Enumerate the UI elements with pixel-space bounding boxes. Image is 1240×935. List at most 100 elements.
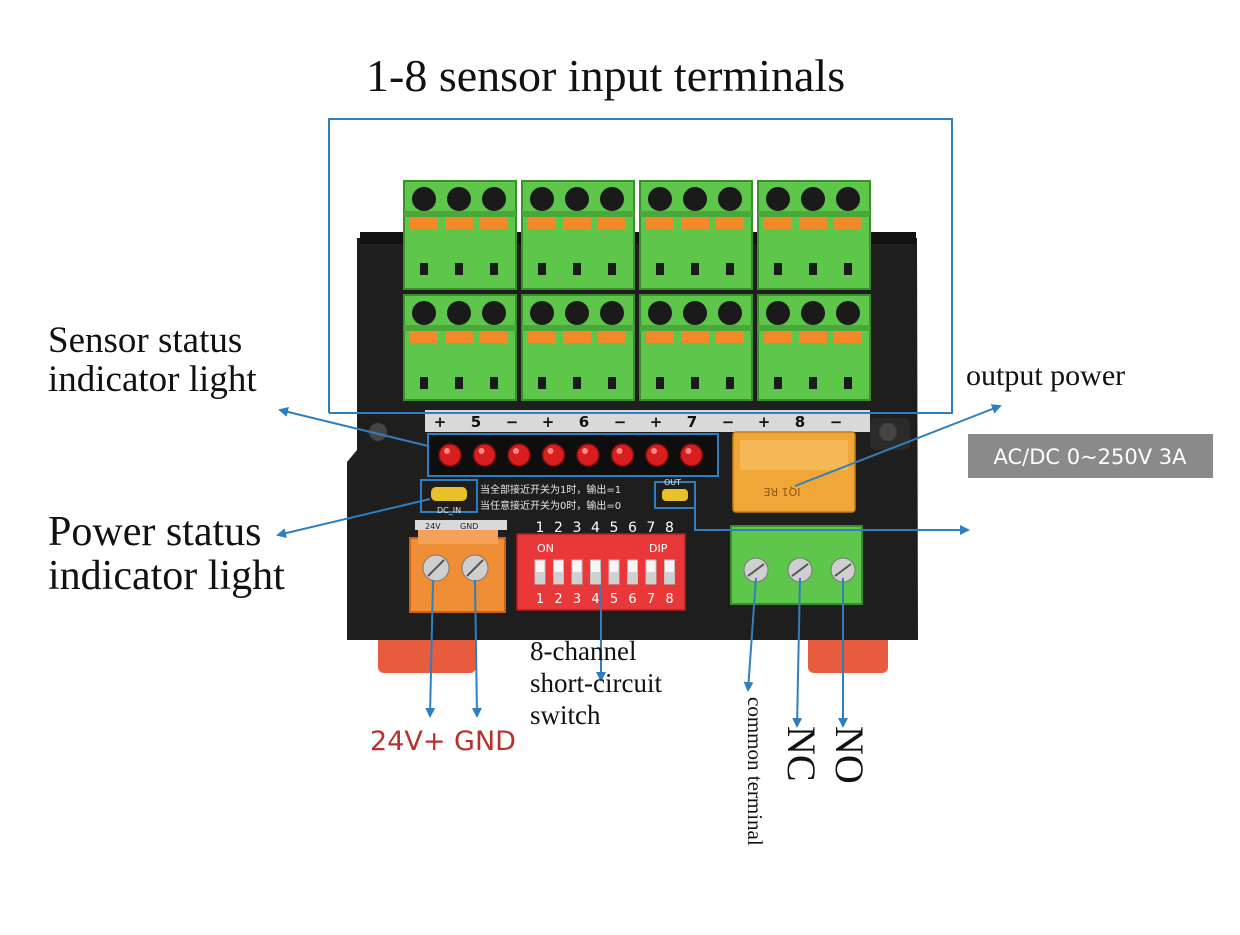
push-latch <box>598 331 626 343</box>
channel-mark: − <box>830 413 843 431</box>
arrow-gnd <box>471 579 482 718</box>
no-label: NO <box>827 726 872 784</box>
push-latch <box>799 331 827 343</box>
pcb-note-1: 当全部接近开关为1时，输出=1 <box>480 483 621 496</box>
wire-hole <box>683 301 707 325</box>
wire-hole <box>482 301 506 325</box>
wire-hole <box>801 301 825 325</box>
test-hole <box>844 263 852 275</box>
test-hole <box>420 263 428 275</box>
arrow-24v <box>425 579 436 718</box>
dip-number-top: 6 <box>628 520 637 536</box>
sensor-led <box>679 443 704 467</box>
dip-number-bottom: 3 <box>573 592 581 607</box>
input-terminals-frame <box>328 118 953 414</box>
test-hole <box>573 377 581 389</box>
relay-marking: IQ1 RE <box>763 485 800 498</box>
dip-number-bottom: 5 <box>610 592 618 607</box>
test-hole <box>774 377 782 389</box>
wire-hole <box>600 301 624 325</box>
push-latch <box>764 331 792 343</box>
wire-hole <box>565 187 589 211</box>
test-hole <box>538 263 546 275</box>
dip-number-top: 4 <box>591 520 600 536</box>
channel-mark: − <box>506 413 519 431</box>
power-status-line2: indicator light <box>48 553 285 600</box>
dip-number-top: 3 <box>573 520 582 536</box>
push-latch <box>598 217 626 229</box>
led-highlight <box>616 448 623 454</box>
led-highlight <box>685 448 692 454</box>
test-hole <box>538 377 546 389</box>
arrow-output-power <box>794 404 1002 487</box>
push-latch <box>480 217 508 229</box>
test-hole <box>656 263 664 275</box>
channel-mark: − <box>722 413 735 431</box>
channel-legend-strip <box>425 410 870 432</box>
arrow-common <box>743 577 757 692</box>
dip-number-bottom: 4 <box>591 592 599 607</box>
dip-on-label: ON <box>537 542 554 555</box>
terminal-block <box>403 294 517 401</box>
test-hole <box>844 377 852 389</box>
dip-slide-knob <box>572 572 582 584</box>
dip-number-top: 2 <box>554 520 563 536</box>
push-latch <box>480 331 508 343</box>
test-hole <box>656 377 664 389</box>
dip-slide-knob <box>627 572 638 584</box>
channel-marks: +5−+6−+7−+8− <box>434 413 843 431</box>
push-latch <box>646 217 674 229</box>
sensor-status-line1: Sensor status <box>48 320 243 361</box>
power-terminal <box>409 537 506 613</box>
test-hole <box>455 263 463 275</box>
dip-slide-knob <box>590 572 601 584</box>
wire-hole <box>412 187 436 211</box>
test-hole <box>809 263 817 275</box>
output-led <box>662 489 688 501</box>
wire-hole <box>648 187 672 211</box>
push-latch <box>716 331 744 343</box>
arrow-sensor-status <box>278 407 429 447</box>
led-highlight <box>513 448 519 454</box>
wire-hole <box>766 301 790 325</box>
wire-hole <box>648 301 672 325</box>
sensor-status-line2: indicator light <box>48 358 257 400</box>
sensor-led <box>610 443 635 467</box>
wire-hole <box>530 301 554 325</box>
arrow-nc <box>792 577 803 728</box>
dip-number-bottom: 2 <box>554 592 562 607</box>
push-latch <box>834 217 862 229</box>
push-latch <box>445 217 473 229</box>
dip-number-bottom: 7 <box>647 592 655 607</box>
dip-slide-knob <box>553 572 564 584</box>
common-terminal-label: common terminal <box>743 697 767 846</box>
push-latch <box>716 217 744 229</box>
sensor-terminal-blocks <box>403 180 871 401</box>
push-latch <box>646 331 674 343</box>
out-mark: OUT <box>664 478 681 487</box>
dip-brand-label: DIP <box>649 542 668 555</box>
sensor-led <box>645 443 669 467</box>
push-latch <box>410 217 438 229</box>
output-led-frame <box>654 481 696 509</box>
power-led <box>431 487 467 501</box>
switch-line3: switch <box>530 699 601 730</box>
power-input-label: 24V+ GND <box>370 726 516 757</box>
sensor-led-frame <box>427 433 719 477</box>
dc-in-mark: DC_IN <box>437 506 461 515</box>
dip-slides <box>534 559 675 585</box>
wire-hole <box>482 187 506 211</box>
channel-mark: + <box>650 413 663 431</box>
switch-line1: 8-channel <box>530 636 637 666</box>
arrow-output-led <box>694 508 970 535</box>
mounting-hole-left <box>369 423 387 441</box>
channel-mark: 5 <box>471 413 481 431</box>
channel-mark: + <box>434 413 447 431</box>
power-led-frame <box>420 479 478 513</box>
switch-label: 8-channel short-circuit switch <box>530 636 662 732</box>
test-hole <box>490 377 498 389</box>
led-highlight <box>444 448 450 454</box>
